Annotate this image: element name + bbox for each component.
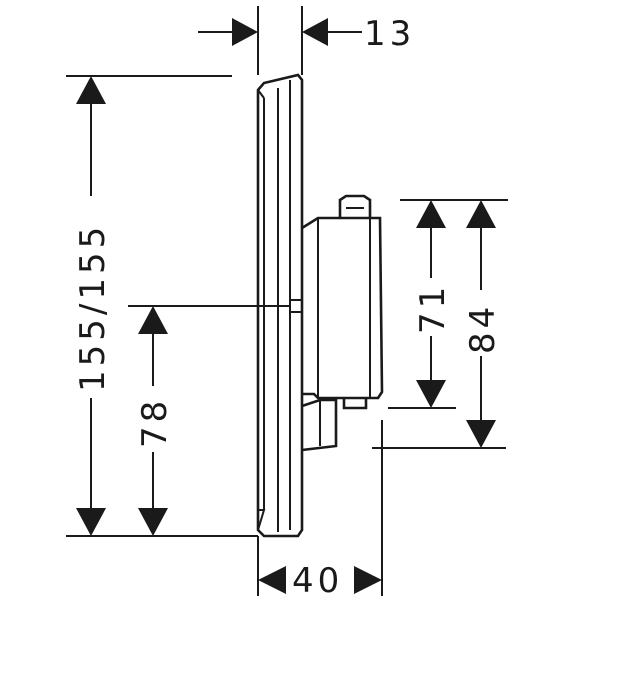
dimension-155: 155/155	[66, 75, 258, 537]
dimension-40: 40	[257, 420, 383, 601]
cover-plate-outline	[256, 73, 304, 538]
arrow-down	[76, 508, 106, 536]
lower-stub	[301, 398, 338, 452]
dim-label-13: 13	[364, 14, 415, 54]
arrow-down	[138, 508, 168, 536]
top-tab	[338, 194, 372, 218]
dim-label-155: 155/155	[73, 223, 113, 392]
dimension-13: 13	[198, 6, 415, 75]
arrow-down	[416, 380, 446, 408]
rear-body-inner	[317, 218, 371, 398]
dimension-84: 84	[372, 200, 506, 449]
bottom-clip	[342, 398, 368, 410]
cover-plate-bevel	[257, 89, 266, 531]
arrow-left	[302, 18, 328, 46]
product-outline	[256, 73, 384, 538]
arrow-right	[232, 18, 258, 46]
dimension-78: 78	[128, 305, 290, 536]
dim-label-40: 40	[292, 561, 343, 601]
arrow-right	[354, 566, 382, 594]
dim-label-78: 78	[135, 397, 175, 448]
arrow-down	[466, 420, 496, 448]
arrow-up	[76, 76, 106, 104]
arrow-left	[258, 566, 286, 594]
arrow-up	[416, 200, 446, 228]
dim-label-84: 84	[463, 303, 503, 354]
arrow-up	[138, 306, 168, 334]
dim-label-71: 71	[413, 283, 453, 334]
dimension-71: 71	[388, 199, 508, 409]
rear-body-outline	[301, 216, 384, 400]
arrow-up	[466, 200, 496, 228]
cover-plate-split	[290, 299, 302, 313]
